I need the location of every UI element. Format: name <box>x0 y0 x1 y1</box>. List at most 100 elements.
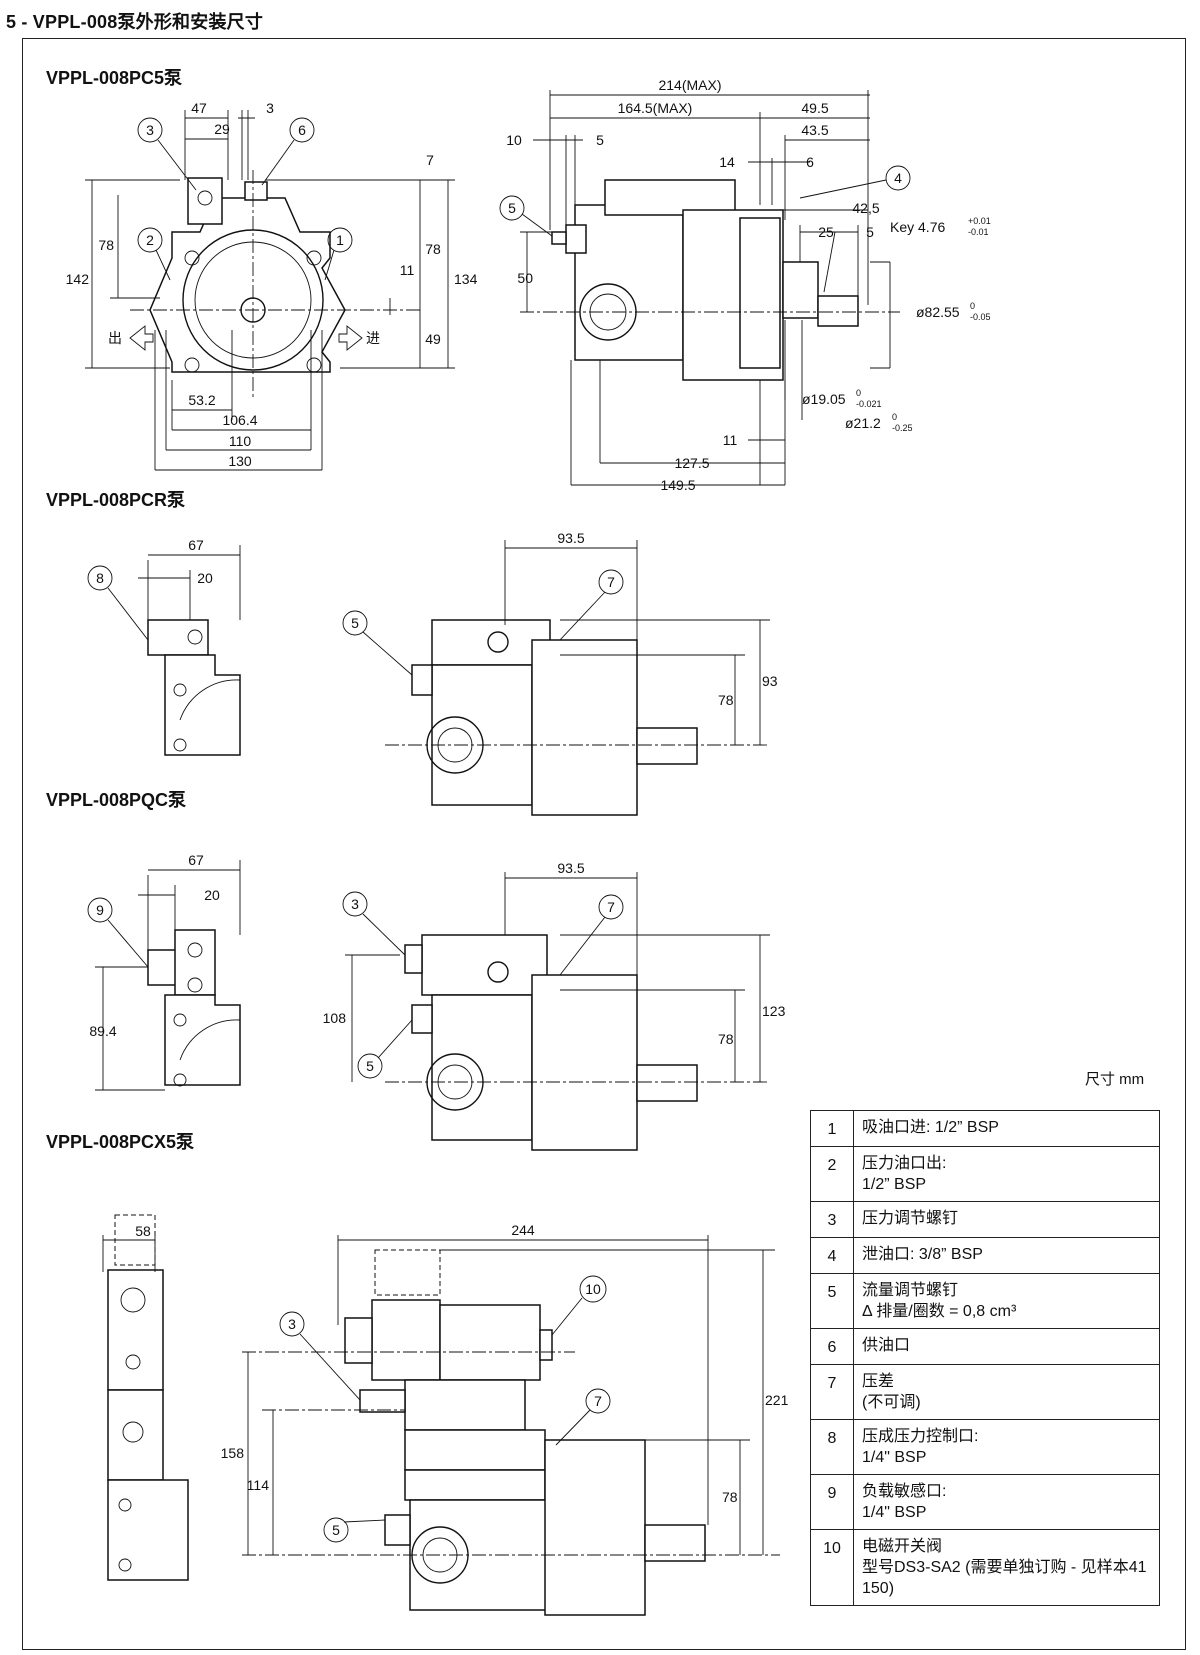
svg-text:10: 10 <box>585 1281 601 1297</box>
callout-3: 3 <box>137 117 197 191</box>
dim-label: 58 <box>135 1223 151 1239</box>
dim-label: 142 <box>66 271 90 287</box>
dim-label: ø82.55 <box>916 304 960 320</box>
dim-label: 158 <box>221 1445 245 1461</box>
pcx5-front-view: 58 <box>102 1214 189 1581</box>
callout-3: 3 <box>279 1311 361 1401</box>
pcr-side-view: 93.5 78 93 5 7 <box>342 530 778 816</box>
dim-label: 78 <box>425 241 441 257</box>
svg-text:3: 3 <box>146 122 154 138</box>
callout-2: 2 <box>137 227 171 281</box>
svg-text:3: 3 <box>288 1316 296 1332</box>
flow-label-in: 进 <box>366 330 380 346</box>
callout-3: 3 <box>342 891 406 956</box>
svg-text:9: 9 <box>96 902 104 918</box>
svg-text:7: 7 <box>607 899 615 915</box>
dim-label: 67 <box>188 537 204 553</box>
dim-label: 20 <box>197 570 213 586</box>
pc5-front-view: 出 进 47 3 29 142 78 7 78 134 11 49 53.2 1… <box>66 100 478 471</box>
dim-label: 78 <box>718 1031 734 1047</box>
dim-label: 11 <box>400 262 415 278</box>
dim-label: 164.5(MAX) <box>618 100 693 116</box>
dim-label: 214(MAX) <box>658 77 721 93</box>
tolerance: -0.021 <box>856 399 882 409</box>
callout-9: 9 <box>87 897 149 968</box>
svg-text:5: 5 <box>366 1058 374 1074</box>
dim-label: 49.5 <box>801 100 828 116</box>
dim-label: 221 <box>765 1392 789 1408</box>
dim-label: 114 <box>247 1477 270 1493</box>
page-title: 5 - VPPL-008泵外形和安装尺寸 <box>6 12 264 32</box>
callout-7: 7 <box>559 894 624 976</box>
svg-text:7: 7 <box>607 574 615 590</box>
svg-text:2: 2 <box>146 232 154 248</box>
svg-text:1: 1 <box>336 232 344 248</box>
tolerance: -0.01 <box>968 227 989 237</box>
section-title-pc5: VPPL-008PC5泵 <box>46 68 183 88</box>
tolerance: 0 <box>970 301 975 311</box>
svg-text:5: 5 <box>508 200 516 216</box>
tolerance: +0.01 <box>968 216 991 226</box>
dim-label: 106.4 <box>222 412 257 428</box>
svg-text:7: 7 <box>594 1393 602 1409</box>
callout-8: 8 <box>87 565 149 641</box>
dim-label: Key 4.76 <box>890 219 945 235</box>
dim-label: 29 <box>214 121 230 137</box>
dim-label: 67 <box>188 852 204 868</box>
dim-label: 6 <box>806 154 814 170</box>
dim-label: 43.5 <box>801 122 828 138</box>
pcx5-side-view: 244 221 158 114 78 3 10 7 5 <box>221 1222 789 1616</box>
svg-text:8: 8 <box>96 570 104 586</box>
callout-4: 4 <box>799 165 911 199</box>
dim-label: 20 <box>204 887 220 903</box>
unit-note: 尺寸 mm <box>1085 1071 1145 1088</box>
pqc-side-view: 93.5 108 123 78 3 5 7 <box>323 860 786 1151</box>
callout-5: 5 <box>323 1517 386 1543</box>
callout-10: 10 <box>551 1275 607 1336</box>
pc5-side-view: 214(MAX) 164.5(MAX) 49.5 10 5 43.5 14 6 … <box>499 77 991 493</box>
section-title-pcr: VPPL-008PCR泵 <box>46 490 186 510</box>
dim-label: 3 <box>266 100 274 116</box>
dim-label: 5 <box>866 224 874 240</box>
dim-label: 130 <box>228 453 252 469</box>
dim-label: 42,5 <box>852 200 879 216</box>
callout-1: 1 <box>324 227 353 281</box>
dim-label: 134 <box>454 271 478 287</box>
dim-label: 244 <box>511 1222 535 1238</box>
tolerance: 0 <box>892 412 897 422</box>
callout-6: 6 <box>261 117 315 186</box>
dim-label: ø21.2 <box>845 415 881 431</box>
dim-label: 10 <box>506 132 522 148</box>
dim-label: 78 <box>722 1489 738 1505</box>
tolerance: 0 <box>856 388 861 398</box>
svg-text:4: 4 <box>894 170 902 186</box>
dim-label: 93.5 <box>557 860 584 876</box>
tolerance: -0.05 <box>970 312 991 322</box>
section-title-pqc: VPPL-008PQC泵 <box>46 790 187 810</box>
dim-label: 149.5 <box>660 477 695 493</box>
dim-label: 5 <box>596 132 604 148</box>
dim-label: 53.2 <box>188 392 215 408</box>
dim-label: 50 <box>517 270 533 286</box>
dim-label: 93 <box>762 673 778 689</box>
dim-label: 25 <box>818 224 834 240</box>
callout-5: 5 <box>357 1019 413 1079</box>
dim-label: 49 <box>425 331 441 347</box>
callout-5: 5 <box>499 195 553 237</box>
dim-label: 110 <box>229 433 252 449</box>
svg-text:6: 6 <box>298 122 306 138</box>
dim-label: 78 <box>718 692 734 708</box>
svg-text:5: 5 <box>351 615 359 631</box>
pqc-front-view: 67 20 89.4 9 <box>87 852 241 1091</box>
dim-label: 123 <box>762 1003 786 1019</box>
